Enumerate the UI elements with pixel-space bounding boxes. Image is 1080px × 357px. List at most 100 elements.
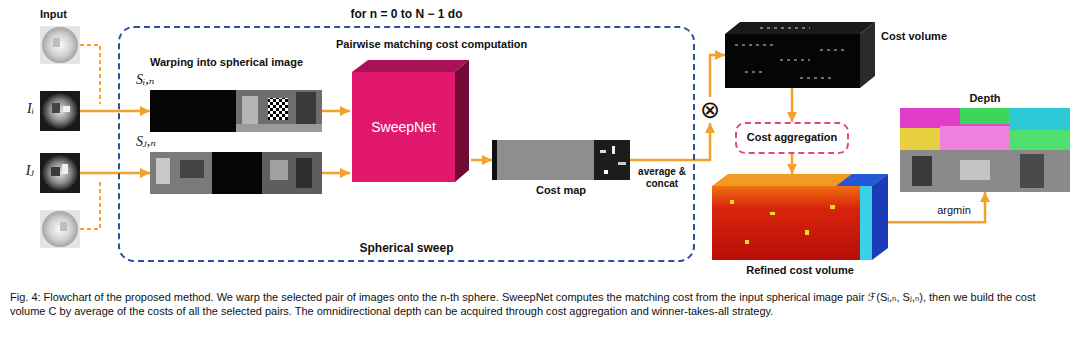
loop-label: Spherical sweep [120,241,693,255]
fisheye-detail [52,103,60,113]
depth-region [900,108,960,128]
cost-map-speckle [600,150,606,153]
depth-region [1010,130,1070,150]
dashed-input-line [80,180,100,229]
spherical-detail [262,152,322,194]
spherical-detail [242,96,258,126]
depth-panorama-detail [960,160,990,180]
cube-front [352,72,455,182]
cost-map-speckle [612,146,615,154]
section-heading: Pairwise matching cost computation [336,38,527,51]
dashed-input-line [80,45,100,104]
refined-speckle [770,212,775,215]
fisheye-frame [40,210,80,248]
flow-arrow [791,88,794,122]
image-caption: Cost map [492,184,630,197]
edge-label: argmin [934,204,974,216]
flow-arrow [80,172,150,175]
spherical-image [150,90,322,132]
depth-image: Depth [900,108,1070,192]
operator-symbol: ⊗ [697,97,723,123]
cost-map-detail [594,140,630,180]
image-caption: Cost volume [881,30,947,43]
cost-map: Cost map [492,140,630,180]
fisheye-image [42,27,78,63]
figure-caption: Fig. 4: Flowchart of the proposed method… [10,290,1070,318]
fisheye-detail [53,38,60,47]
depth-panorama [900,150,1070,192]
refined-front [712,186,872,260]
volume-front [725,34,860,88]
spherical-image [150,152,322,194]
refined-volume: Refined cost volume [712,174,888,260]
network-name: SweepNet [352,72,455,182]
flow-arrow [322,110,350,113]
fisheye-image: Iᵢ [40,91,80,131]
depth-region [940,126,1010,150]
fisheye-image [41,92,79,130]
volume-side [860,22,875,88]
fisheye-detail [51,167,60,176]
refined-side [872,174,888,260]
otimes-symbol: ⊗ [697,97,723,123]
image-symbol: Iⱼ [26,163,34,180]
edge-label: average & concat [634,166,690,190]
spherical-detail [296,158,312,188]
flow-arrow [888,192,985,222]
refined-speckle [745,240,749,244]
cost-map-speckle [618,162,626,165]
fisheye-detail [62,164,68,174]
flow-arrow [322,172,350,175]
depth-region [900,128,940,150]
fisheye-image [42,211,78,247]
spherical-detail [236,124,322,132]
checkerboard [268,98,288,120]
spherical-image: Sⱼ,ₙ [150,152,322,194]
refined-speckle [730,200,734,204]
fisheye-image: Iⱼ [40,153,80,193]
depth-map [900,108,1070,150]
flow-arrow [630,123,710,160]
spherical-detail [150,152,212,194]
spherical-detail [180,160,204,178]
fisheye-detail [63,106,70,112]
image-symbol: Sⱼ,ₙ [136,134,156,151]
image-caption: Depth [900,92,1070,105]
fisheye-frame [40,153,80,193]
depth-panorama-detail [1020,154,1044,188]
cost-map-speckle [604,170,608,174]
refined-top [712,174,888,186]
fisheye-detail [60,222,67,231]
network-cube: SweepNet [350,58,471,184]
image-symbol: Iᵢ [27,101,34,118]
depth-region [1010,108,1070,130]
volume-speckle [735,28,845,78]
depth-region [960,108,1010,124]
image-symbol: Sᵢ,ₙ [136,72,154,89]
cube-side [455,60,469,182]
flow-arrow [80,110,150,113]
process-box: Cost aggregation [735,122,849,154]
flow-arrow [710,55,725,97]
fisheye-frame [40,91,80,131]
section-heading: Input [40,8,67,21]
fisheye-image [41,154,79,192]
flow-arrow [471,159,492,162]
flow-arrow [791,154,794,174]
process-label: Cost aggregation [747,131,837,144]
refined-speckle [805,230,809,235]
cube-top [352,60,469,72]
volume-top [725,22,875,34]
fisheye-frame [40,26,80,64]
spherical-detail [270,160,288,180]
cost-volume: Cost volume [725,22,875,88]
spherical-detail [236,90,322,132]
refined-band [860,186,872,260]
refined-speckle [830,205,835,209]
spherical-image: Sᵢ,ₙ [150,90,322,132]
depth-panorama-detail [912,156,932,186]
spherical-detail [156,158,170,184]
section-heading: Warping into spherical image [150,56,303,69]
